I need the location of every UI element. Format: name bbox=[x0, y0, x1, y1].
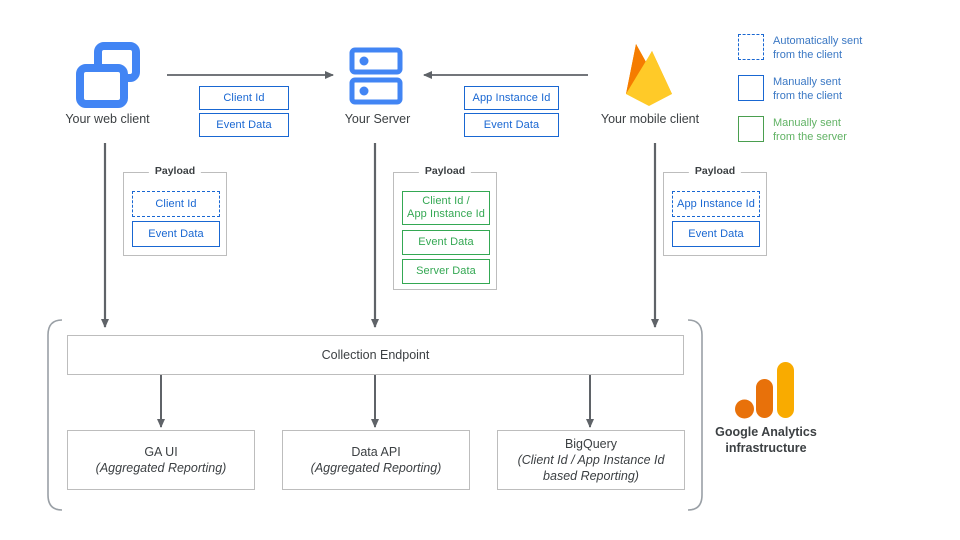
collection-endpoint-box[interactable]: Collection Endpoint bbox=[67, 335, 684, 375]
firebase-flame-icon bbox=[626, 44, 672, 106]
payload-item-event-data: Event Data bbox=[132, 221, 220, 247]
payload-title: Payload bbox=[418, 165, 472, 177]
output-subtitle: (Client Id / App Instance Id based Repor… bbox=[517, 453, 665, 483]
payload-web-client: Payload Client Id Event Data bbox=[123, 165, 227, 256]
output-box-data-api[interactable]: Data API (Aggregated Reporting) bbox=[282, 430, 470, 490]
output-title: Data API bbox=[351, 445, 401, 459]
payload-item-event-data: Event Data bbox=[672, 221, 760, 247]
payload-title: Payload bbox=[148, 165, 202, 177]
legend-line1: Manually sent bbox=[773, 117, 841, 129]
legend-label: Manually sent from the client bbox=[773, 75, 842, 103]
payload-item-client-id-app-instance-id: Client Id / App Instance Id bbox=[402, 191, 490, 225]
output-subtitle: (Aggregated Reporting) bbox=[95, 461, 227, 475]
transit-label-event-data-mobile: Event Data bbox=[464, 113, 559, 137]
collection-endpoint-label: Collection Endpoint bbox=[321, 348, 430, 362]
transit-label-client-id: Client Id bbox=[199, 86, 289, 110]
browser-windows-icon bbox=[76, 42, 140, 108]
payload-item-app-instance-id: App Instance Id bbox=[672, 191, 760, 217]
payload-item-client-id: Client Id bbox=[132, 191, 220, 217]
output-box-bigquery[interactable]: BigQuery (Client Id / App Instance Id ba… bbox=[497, 430, 685, 490]
output-title: BigQuery bbox=[564, 437, 618, 451]
legend-label: Automatically sent from the client bbox=[773, 34, 862, 62]
output-box-ga-ui[interactable]: GA UI (Aggregated Reporting) bbox=[67, 430, 255, 490]
google-analytics-logo bbox=[735, 362, 794, 419]
web-client-caption: Your web client bbox=[65, 112, 150, 126]
payload-item-server-data: Server Data bbox=[402, 259, 490, 284]
transit-label-event-data-web: Event Data bbox=[199, 113, 289, 137]
solid-green-square-icon bbox=[738, 116, 764, 142]
bracket-left bbox=[47, 319, 63, 511]
ga-infrastructure-line2: infrastructure bbox=[725, 441, 807, 455]
ga-infrastructure-line1: Google Analytics bbox=[715, 425, 817, 439]
payload-server: Payload Client Id / App Instance Id Even… bbox=[393, 165, 497, 290]
bracket-right bbox=[687, 319, 703, 511]
legend-line1: Automatically sent bbox=[773, 35, 863, 47]
legend-line1: Manually sent bbox=[773, 76, 841, 88]
server-rack-icon bbox=[349, 47, 403, 105]
legend-item-manual-server: Manually sent from the server bbox=[738, 116, 948, 144]
server-caption: Your Server bbox=[344, 112, 411, 126]
solid-blue-square-icon bbox=[738, 75, 764, 101]
payload-title: Payload bbox=[688, 165, 742, 177]
legend-line2: from the server bbox=[773, 131, 847, 143]
output-title: GA UI bbox=[144, 445, 178, 459]
legend-item-manual-client: Manually sent from the client bbox=[738, 75, 948, 103]
dashed-blue-square-icon bbox=[738, 34, 764, 60]
output-subtitle: (Aggregated Reporting) bbox=[310, 461, 442, 475]
ga-infrastructure-caption: Google Analytics infrastructure bbox=[700, 424, 832, 456]
payload-item-event-data: Event Data bbox=[402, 230, 490, 255]
payload-mobile-client: Payload App Instance Id Event Data bbox=[663, 165, 767, 256]
legend-line2: from the client bbox=[773, 49, 843, 61]
legend-label: Manually sent from the server bbox=[773, 116, 847, 144]
legend-line2: from the client bbox=[773, 90, 843, 102]
transit-label-app-instance-id: App Instance Id bbox=[464, 86, 559, 110]
mobile-client-caption: Your mobile client bbox=[600, 112, 700, 126]
legend-item-automatic-client: Automatically sent from the client bbox=[738, 34, 948, 62]
